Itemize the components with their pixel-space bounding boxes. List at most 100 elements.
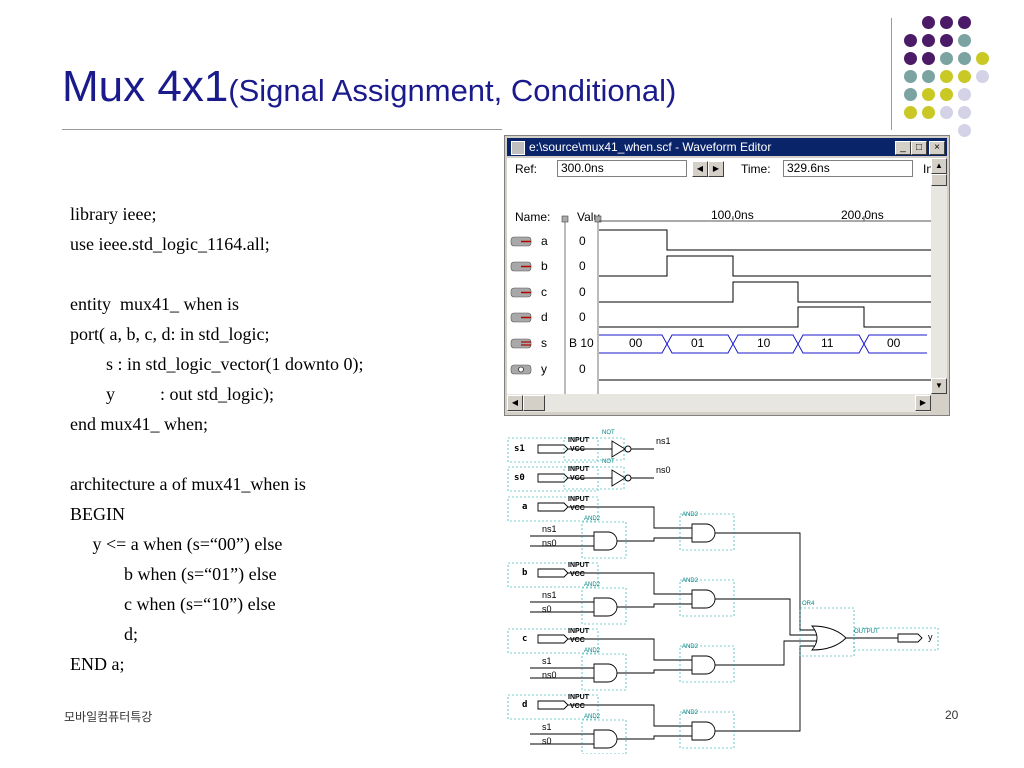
- code-line: architecture a of mux41_when is: [70, 474, 306, 494]
- decorative-dot: [922, 52, 935, 65]
- scroll-up-icon[interactable]: ▲: [931, 158, 947, 174]
- and-gate-label: AND2: [682, 578, 699, 584]
- slide-title: Mux 4x1(Signal Assignment, Conditional): [62, 62, 676, 112]
- arrow-left-icon[interactable]: ◀: [692, 161, 708, 177]
- mux-schematic: s1 s0 a b c d INPUT VCC INPUT VCC INPUT …: [504, 428, 944, 754]
- name-header: Name:: [515, 210, 551, 224]
- schematic-input-d: d: [522, 700, 528, 710]
- schematic-input-a: a: [522, 502, 528, 512]
- waveform-a: [599, 229, 931, 251]
- close-button[interactable]: ×: [929, 141, 945, 155]
- maximize-button[interactable]: □: [911, 141, 927, 155]
- schematic-wires: [507, 437, 939, 754]
- code-line: entity mux41_ when is: [70, 294, 239, 314]
- or-gate-label: OR4: [802, 601, 815, 607]
- ref-field[interactable]: 300.0ns: [557, 160, 687, 177]
- decorative-dot: [904, 52, 917, 65]
- bus-pin-icon: [510, 338, 532, 349]
- title-vertical-rule: [891, 18, 892, 130]
- input-pin-icon: [510, 261, 532, 272]
- vcc-label: VCC: [570, 446, 585, 453]
- code-line: use ieee.std_logic_1164.all;: [70, 234, 270, 254]
- and-input-label: ns0: [542, 538, 557, 548]
- column-handle[interactable]: [561, 215, 569, 223]
- signal-value-d: 0: [579, 310, 586, 324]
- code-line: [70, 259, 363, 289]
- signal-name-a[interactable]: a: [541, 234, 548, 248]
- vcc-label: VCC: [570, 475, 585, 482]
- decorative-dot: [940, 106, 953, 119]
- signal-name-c[interactable]: c: [541, 285, 547, 299]
- bus-value-label: 10: [757, 336, 771, 350]
- ref-label: Ref:: [515, 162, 538, 176]
- horizontal-scrollbar[interactable]: ◀ ▶: [507, 394, 931, 412]
- waveform-s: [599, 334, 927, 354]
- vcc-label: VCC: [570, 637, 585, 644]
- code-line: library ieee;: [70, 204, 157, 224]
- title-sub: (Signal Assignment, Conditional): [228, 73, 677, 108]
- input-block-label: INPUT: [568, 562, 589, 569]
- vcc-label: VCC: [570, 703, 585, 710]
- waveform-editor-window: e:\source\mux41_when.scf - Waveform Edit…: [504, 135, 950, 416]
- minimize-button[interactable]: _: [895, 141, 911, 155]
- waveform-b: [599, 255, 931, 277]
- scroll-thumb[interactable]: [523, 395, 545, 411]
- signal-name-b[interactable]: b: [541, 259, 548, 273]
- and-input-label: s0: [542, 604, 552, 614]
- decorative-dot: [904, 70, 917, 83]
- scroll-down-icon[interactable]: ▼: [931, 378, 947, 394]
- bus-value-label: 00: [629, 336, 643, 350]
- and-gate-label: AND2: [682, 710, 699, 716]
- decorative-dot: [958, 88, 971, 101]
- input-block-label: INPUT: [568, 628, 589, 635]
- bus-value-label: 11: [821, 336, 834, 350]
- signal-value-s: B 10: [569, 336, 594, 350]
- code-line: s : in std_logic_vector(1 downto 0);: [70, 354, 364, 374]
- decorative-dot: [958, 34, 971, 47]
- schematic-output-y: y: [928, 632, 933, 642]
- decorative-dot: [976, 52, 989, 65]
- input-block-label: INPUT: [568, 437, 589, 444]
- interval-label-cut: In: [923, 162, 934, 176]
- and-gate-label: AND2: [584, 714, 601, 720]
- net-ns0: ns0: [656, 465, 671, 475]
- decorative-dot: [922, 88, 935, 101]
- signal-name-y[interactable]: y: [541, 362, 547, 376]
- input-block-label: INPUT: [568, 694, 589, 701]
- net-ns1: ns1: [656, 436, 671, 446]
- title-main: Mux 4x1: [62, 62, 229, 111]
- code-line: y : out std_logic);: [70, 384, 274, 404]
- and-gate-label: AND2: [584, 516, 601, 522]
- arrow-right-icon[interactable]: ▶: [708, 161, 724, 177]
- time-field[interactable]: 329.6ns: [783, 160, 913, 177]
- column-handle[interactable]: [594, 215, 602, 223]
- vhdl-code-block: library ieee; use ieee.std_logic_1164.al…: [70, 199, 363, 679]
- waveform-d: [599, 306, 931, 328]
- vertical-scrollbar[interactable]: ▲ ▼: [931, 158, 947, 394]
- and-gate-label: AND2: [682, 512, 699, 518]
- title-underline: [62, 129, 502, 130]
- decorative-dot: [976, 70, 989, 83]
- code-line: c when (s=“10”) else: [70, 594, 276, 614]
- waveform-c: [599, 281, 931, 303]
- schematic-input-s0: s0: [514, 473, 525, 483]
- signal-value-c: 0: [579, 285, 586, 299]
- and-gate-label: AND2: [584, 648, 601, 654]
- schematic-input-s1: s1: [514, 444, 525, 454]
- scroll-thumb[interactable]: [931, 174, 947, 186]
- window-titlebar[interactable]: e:\source\mux41_when.scf - Waveform Edit…: [507, 138, 947, 156]
- vcc-label: VCC: [570, 505, 585, 512]
- scroll-right-icon[interactable]: ▶: [915, 395, 931, 411]
- decorative-dot: [922, 34, 935, 47]
- input-block-label: INPUT: [568, 496, 589, 503]
- decorative-dot: [904, 34, 917, 47]
- decorative-dot: [922, 16, 935, 29]
- and-input-label: s0: [542, 736, 552, 746]
- scroll-left-icon[interactable]: ◀: [507, 395, 523, 411]
- input-pin-icon: [510, 312, 532, 323]
- decorative-dot: [958, 16, 971, 29]
- signal-name-s[interactable]: s: [541, 336, 547, 350]
- input-pin-icon: [510, 287, 532, 298]
- value-header: Valu: [577, 210, 601, 224]
- signal-name-d[interactable]: d: [541, 310, 548, 324]
